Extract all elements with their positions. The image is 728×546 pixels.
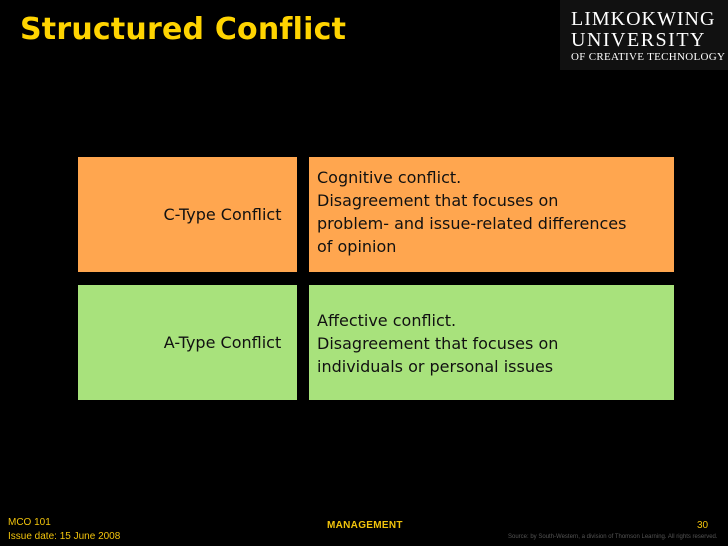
c-type-description-line: Cognitive conflict. <box>317 168 462 187</box>
a-type-description-box: Affective conflict. Disagreement that fo… <box>309 285 674 400</box>
a-type-label: A-Type Conflict <box>163 333 282 352</box>
logo-line-1: LIMKOKWING <box>571 8 716 30</box>
slide-title: Structured Conflict <box>20 12 347 47</box>
footer-course-info: MCO 101 Issue date: 15 June 2008 <box>8 516 120 544</box>
university-logo: LIMKOKWING UNIVERSITY OF CREATIVE TECHNO… <box>560 0 728 70</box>
c-type-description-line: of opinion <box>317 237 397 256</box>
footer-page-number: 30 <box>697 520 709 531</box>
c-type-description-line: Disagreement that focuses on <box>317 191 559 210</box>
logo-line-3: OF CREATIVE TECHNOLOGY <box>571 51 726 63</box>
a-type-description-line: individuals or personal issues <box>317 357 554 376</box>
footer-subject: MANAGEMENT <box>327 520 403 531</box>
footer-source-note: Source: by South-Western, a division of … <box>508 534 718 540</box>
logo-line-2: UNIVERSITY <box>571 29 706 51</box>
c-type-description-line: problem- and issue-related differences <box>317 214 627 233</box>
footer-issue-date: Issue date: 15 June 2008 <box>8 531 121 542</box>
c-type-label: C-Type Conflict <box>163 205 282 224</box>
a-type-description-line: Affective conflict. <box>317 311 457 330</box>
c-type-description-box: Cognitive conflict. Disagreement that fo… <box>309 157 674 272</box>
a-type-label-box: A-Type Conflict <box>78 285 297 400</box>
footer-course-code: MCO 101 <box>8 517 51 528</box>
a-type-description-line: Disagreement that focuses on <box>317 334 559 353</box>
c-type-label-box: C-Type Conflict <box>78 157 297 272</box>
